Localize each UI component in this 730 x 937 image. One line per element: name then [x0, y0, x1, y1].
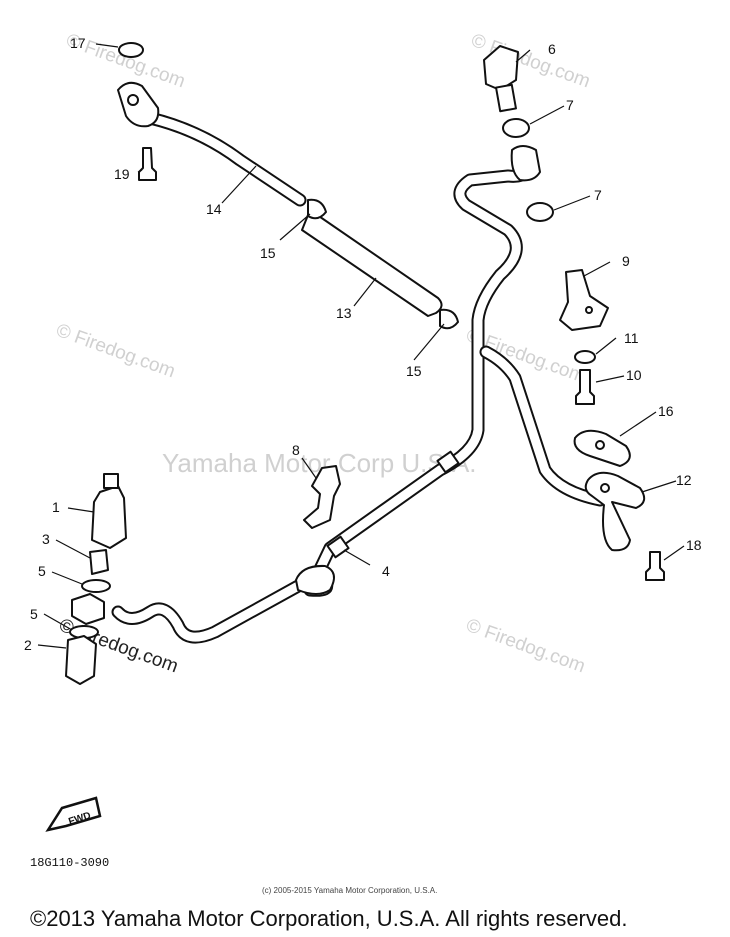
callout-2: 2: [24, 637, 32, 653]
callout-10: 10: [626, 367, 642, 383]
callout-1: 1: [52, 499, 60, 515]
callout-8: 8: [292, 442, 300, 458]
oil-pipe-14: [143, 111, 307, 207]
callout-7-upper: 7: [566, 97, 574, 113]
main-pipe: [111, 161, 535, 644]
fwd-arrow: FWD: [45, 796, 102, 832]
callout-12: 12: [676, 472, 692, 488]
gasket-16-hole: [595, 440, 605, 450]
copyright-notice: ©2013 Yamaha Motor Corporation, U.S.A. A…: [30, 906, 627, 931]
bolt-18: [645, 551, 665, 581]
union-bolt-6-shank: [495, 83, 517, 113]
nut-11: [574, 350, 596, 364]
callout-7-lower: 7: [594, 187, 602, 203]
bolt-19: [138, 147, 157, 181]
gasket-5-upper: [81, 579, 111, 593]
small-copyright: (c) 2005-2015 Yamaha Motor Corporation, …: [262, 886, 437, 895]
clip-15-lower: [439, 308, 459, 330]
callout-3: 3: [42, 531, 50, 547]
pipe-sleeve-upper: [436, 450, 460, 474]
flange-12-hole: [600, 483, 610, 493]
union-1: [91, 485, 127, 549]
eye-fitting-top: [117, 81, 160, 128]
sleeve-3: [89, 549, 109, 575]
side-pipe: [479, 345, 607, 507]
union-bolt-2: [65, 635, 97, 685]
o-ring-17: [118, 42, 144, 58]
callout-16: 16: [658, 403, 674, 419]
pipe-sleeve-lower: [326, 535, 350, 559]
union-bolt-6: [483, 45, 519, 91]
watermark-firedog: © Firedog.com: [53, 320, 178, 382]
clip-15-upper: [307, 198, 327, 220]
callout-4: 4: [382, 563, 390, 579]
callout-17: 17: [70, 35, 86, 51]
leader-lines: [37, 43, 685, 649]
callout-15-upper: 15: [260, 245, 276, 261]
flange-12: [584, 471, 646, 552]
pipe-end-fitting: [510, 145, 541, 182]
union-1-top: [103, 473, 119, 489]
callout-6: 6: [548, 41, 556, 57]
callout-labels: 17 6 7 7 9 11 10 16 12 18 19 14 15 13 15…: [24, 35, 702, 653]
pipe-bend-loop: [295, 564, 335, 595]
bracket-9: [559, 269, 609, 331]
diagram-code: 18G110-3090: [30, 856, 109, 870]
callout-19: 19: [114, 166, 130, 182]
watermark-firedog: © Firedog.com: [463, 615, 588, 677]
callout-5-lower: 5: [30, 606, 38, 622]
gasket-7-lower: [526, 202, 554, 222]
callout-11: 11: [624, 330, 639, 346]
callout-5-upper: 5: [38, 563, 46, 579]
gasket-7-upper: [502, 118, 530, 138]
eye-fitting-hole: [127, 94, 139, 106]
bracket-9-hole: [585, 306, 593, 314]
callout-15-lower: 15: [406, 363, 422, 379]
callout-18: 18: [686, 537, 702, 553]
clamp-8: [303, 465, 341, 529]
callout-14: 14: [206, 201, 222, 217]
hose-13: [301, 209, 443, 317]
callout-13: 13: [336, 305, 352, 321]
callout-9: 9: [622, 253, 630, 269]
nut-fitting: [71, 593, 105, 625]
bolt-10: [575, 369, 595, 405]
